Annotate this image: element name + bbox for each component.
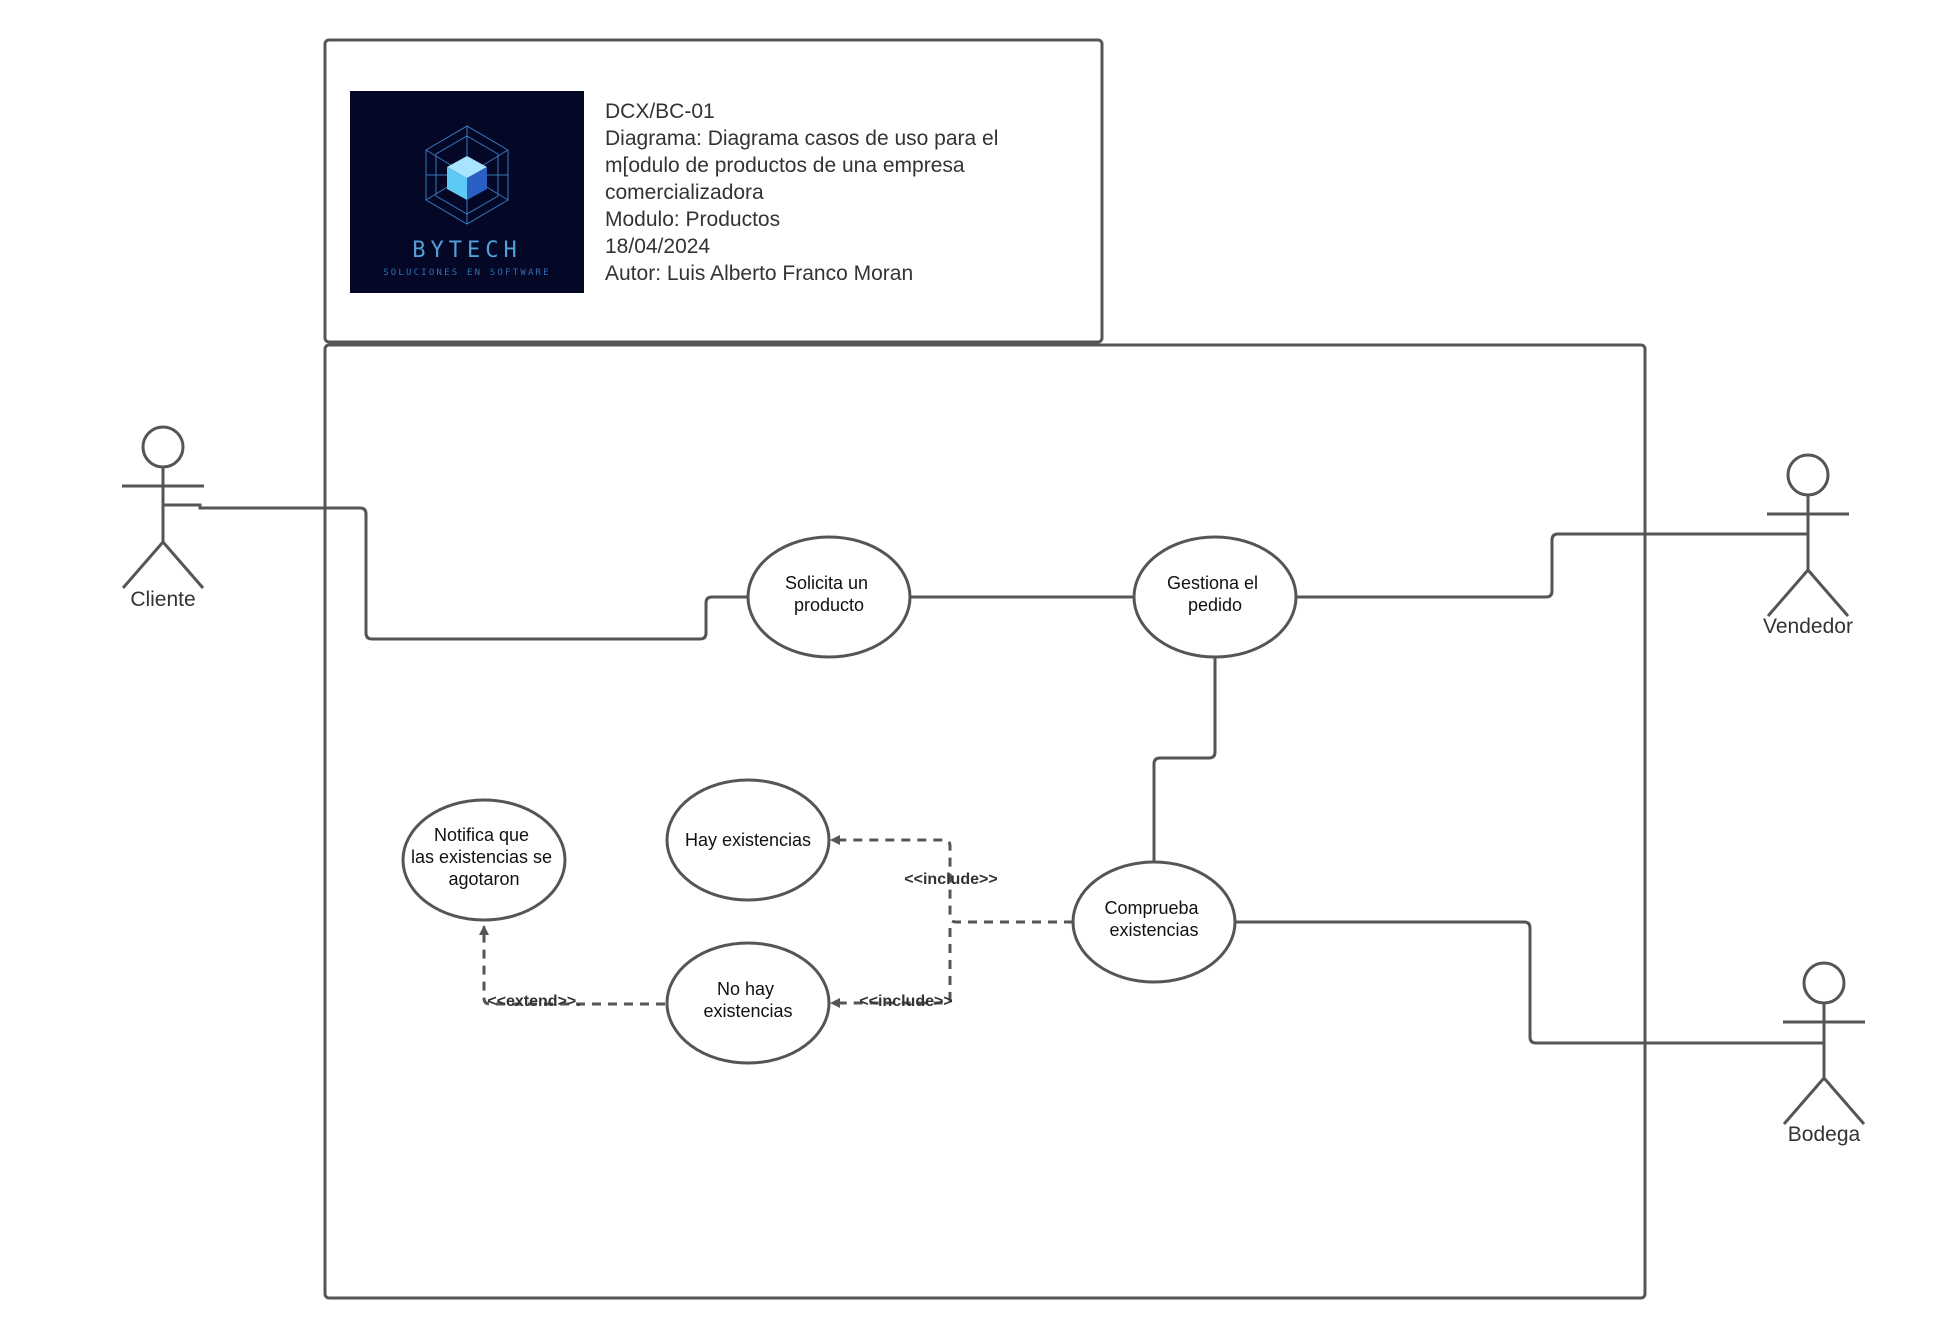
system-boundary (323, 343, 1647, 1300)
svg-text:Gestiona el pedido: Gestiona el pedido (1167, 573, 1263, 615)
svg-text:Solicita un producto: Solicita un producto (785, 573, 873, 615)
use-case-hay-existencias[interactable]: Hay existencias (665, 778, 831, 902)
svg-text:Hay existencias: Hay existencias (685, 830, 811, 850)
actor-label: Cliente (130, 588, 195, 611)
actor-cliente[interactable]: Cliente (121, 425, 205, 611)
include-no-hay-line (830, 928, 952, 1008)
uc-label-line: Gestiona el (1167, 573, 1258, 593)
header-date: 18/04/2024 (605, 235, 711, 258)
include-no-hay-label: <<include>> (859, 993, 952, 1010)
include-hay-line (830, 835, 1073, 924)
svg-text:Comprueba existencias: Comprueba existencias (1104, 898, 1203, 940)
header-diagram-line: m[odulo de productos de una empresa (605, 154, 965, 177)
svg-text:No hay existencias: No hay existencias (703, 979, 792, 1021)
use-case-no-hay-existencias[interactable]: No hay existencias (665, 941, 831, 1065)
logo-subtitle: SOLUCIONES EN SOFTWARE (383, 268, 551, 278)
header-info: DCX/BC-01 Diagrama: Diagrama casos de us… (605, 98, 1065, 287)
uc-label-line: No hay (717, 979, 774, 999)
uc-label-line: pedido (1188, 595, 1242, 615)
assoc-cliente-solicita (163, 503, 748, 641)
assoc-gestiona-vendedor (1296, 532, 1808, 599)
stick-figure-icon (1766, 453, 1850, 617)
stick-figure-icon (1782, 961, 1866, 1125)
extend-notifica-label: <<extend>>. (487, 993, 580, 1010)
uc-label-line: Comprueba (1104, 898, 1199, 918)
bytech-logo: BYTECH SOLUCIONES EN SOFTWARE (350, 91, 584, 293)
header-author: Autor: Luis Alberto Franco Moran (605, 262, 914, 285)
header-module: Modulo: Productos (605, 208, 781, 231)
use-case-notifica-agotadas[interactable]: Notifica que las existencias se agotaron (401, 798, 567, 922)
uc-label-line: las existencias se (411, 847, 552, 867)
assoc-comprueba-bodega (1235, 920, 1823, 1045)
uc-label-line: Solicita un (785, 573, 868, 593)
header-code: DCX/BC-01 (605, 100, 715, 123)
include-hay-label: <<include>> (904, 871, 997, 888)
uc-label-line: existencias (703, 1001, 792, 1021)
header-diagram-line: comercializadora (605, 181, 764, 204)
use-case-gestiona-pedido[interactable]: Gestiona el pedido (1132, 535, 1298, 659)
uc-label-line: agotaron (448, 869, 519, 889)
actor-vendedor[interactable]: Vendedor (1763, 453, 1853, 638)
uc-label-line: existencias (1109, 920, 1198, 940)
stick-figure-icon (121, 425, 205, 589)
uc-label-line: Notifica que (434, 825, 529, 845)
header-diagram-line: Diagrama: Diagrama casos de uso para el (605, 127, 999, 150)
uc-label-line: producto (794, 595, 864, 615)
use-case-solicita-producto[interactable]: Solicita un producto (746, 535, 912, 659)
svg-text:Notifica que las existen: Notifica que las existencias se agotaron (411, 825, 557, 889)
actor-label: Bodega (1788, 1123, 1861, 1146)
logo-title: BYTECH (412, 238, 521, 263)
actor-bodega[interactable]: Bodega (1782, 961, 1866, 1146)
use-case-comprueba-existencias[interactable]: Comprueba existencias (1071, 860, 1237, 984)
uc-label-line: Hay existencias (685, 830, 811, 850)
extend-notifica-line (479, 925, 665, 1006)
actor-label: Vendedor (1763, 615, 1853, 638)
assoc-gestiona-comprueba (1152, 657, 1217, 862)
